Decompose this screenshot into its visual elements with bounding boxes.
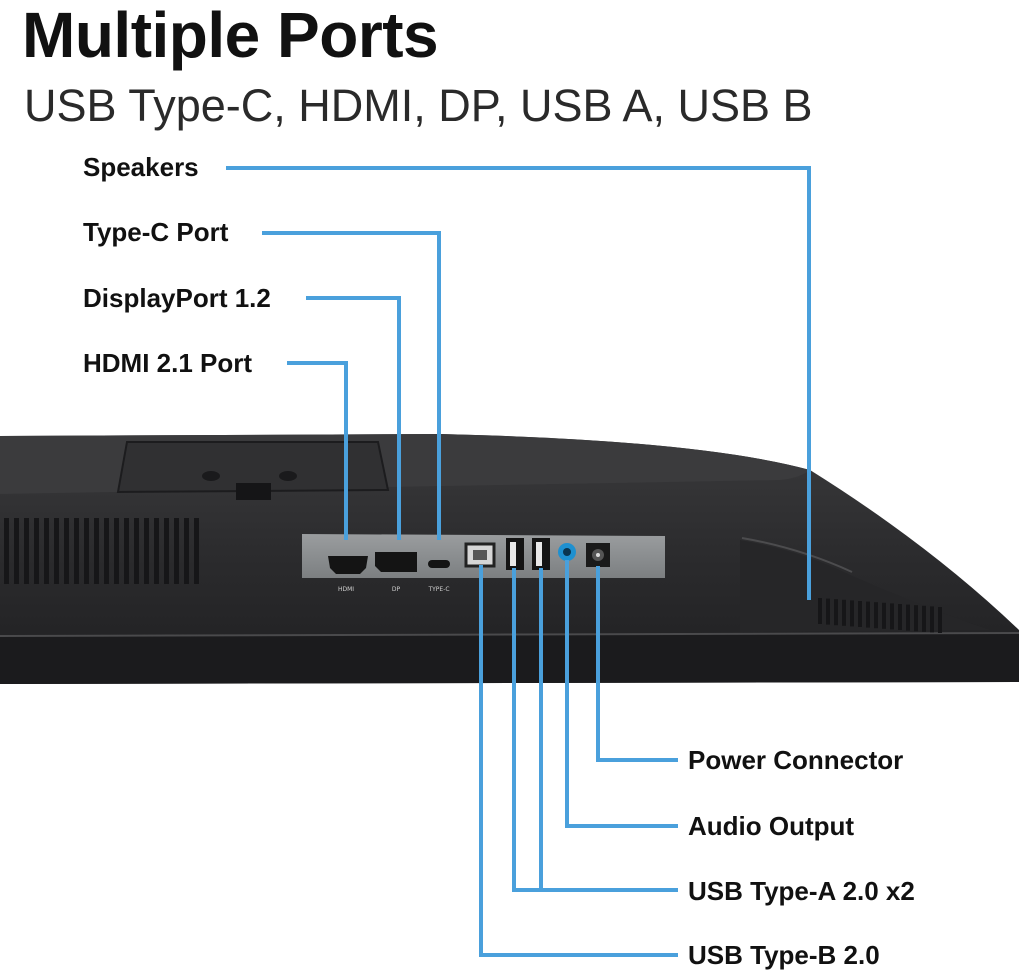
- page-subtitle: USB Type-C, HDMI, DP, USB A, USB B: [24, 80, 813, 131]
- speaker-slot: [842, 599, 846, 626]
- speaker-slot: [826, 598, 830, 625]
- typec-port-mark: TYPE-C: [427, 586, 449, 593]
- speaker-slot: [850, 600, 854, 627]
- callout-displayport: DisplayPort 1.2: [83, 283, 271, 313]
- page-title: Multiple Ports: [22, 0, 439, 71]
- port-panel: HDMI DP TYPE-C: [302, 534, 665, 593]
- speaker-slot: [882, 602, 886, 629]
- speaker-grille: [818, 598, 942, 633]
- vent-slot: [84, 518, 89, 584]
- vent-slot: [174, 518, 179, 584]
- stand-mount: [116, 441, 390, 500]
- speaker-slot: [906, 604, 910, 631]
- speaker-slot: [914, 605, 918, 632]
- speaker-slot: [922, 605, 926, 632]
- leader-type-c: [262, 231, 441, 540]
- callout-audio: Audio Output: [688, 811, 855, 841]
- speaker-slot: [898, 604, 902, 630]
- leader-power: [596, 566, 678, 762]
- speaker-slot: [938, 607, 942, 633]
- leader-speakers: [226, 166, 811, 600]
- vent-slot: [154, 518, 159, 584]
- vent-slot: [54, 518, 59, 584]
- vent-slot: [104, 518, 109, 584]
- vent-slot: [124, 518, 129, 584]
- speaker-slot: [874, 602, 878, 629]
- hdmi-port-mark: HDMI: [338, 586, 354, 593]
- speaker-slot: [858, 601, 862, 627]
- speaker-slot: [890, 603, 894, 630]
- vent-slot: [64, 518, 69, 584]
- leader-usb-a-1: [512, 568, 678, 892]
- callout-type-c: Type-C Port: [83, 217, 229, 247]
- callout-usb-b: USB Type-B 2.0: [688, 940, 880, 970]
- vent-slot: [184, 518, 189, 584]
- speaker-slot: [866, 601, 870, 628]
- leader-audio: [565, 560, 678, 828]
- speaker-slot: [818, 598, 822, 624]
- vent-slot: [24, 518, 29, 584]
- dp-port-mark: DP: [392, 586, 401, 593]
- vent-slot: [34, 518, 39, 584]
- vent-slot: [144, 518, 149, 584]
- type-c-port[interactable]: [428, 560, 450, 568]
- vent-slot: [44, 518, 49, 584]
- displayport-port[interactable]: [375, 552, 417, 572]
- hdmi-port[interactable]: [328, 556, 368, 574]
- vent-slot: [114, 518, 119, 584]
- speaker-slot: [834, 599, 838, 626]
- vent-slot: [134, 518, 139, 584]
- callout-usb-a: USB Type-A 2.0 x2: [688, 876, 915, 906]
- vent-slot: [74, 518, 79, 584]
- leader-lines: [226, 166, 811, 957]
- vent-slot: [94, 518, 99, 584]
- vent-grille: [4, 518, 199, 584]
- vent-slot: [164, 518, 169, 584]
- vent-slot: [4, 518, 9, 584]
- callout-power: Power Connector: [688, 745, 904, 775]
- speaker-slot: [930, 606, 934, 633]
- leader-displayport: [306, 296, 401, 540]
- callout-speakers: Speakers: [83, 152, 199, 182]
- vent-slot: [194, 518, 199, 584]
- leader-usb-b: [479, 565, 678, 957]
- vent-slot: [14, 518, 19, 584]
- callout-hdmi: HDMI 2.1 Port: [83, 348, 253, 378]
- leader-hdmi: [287, 361, 348, 540]
